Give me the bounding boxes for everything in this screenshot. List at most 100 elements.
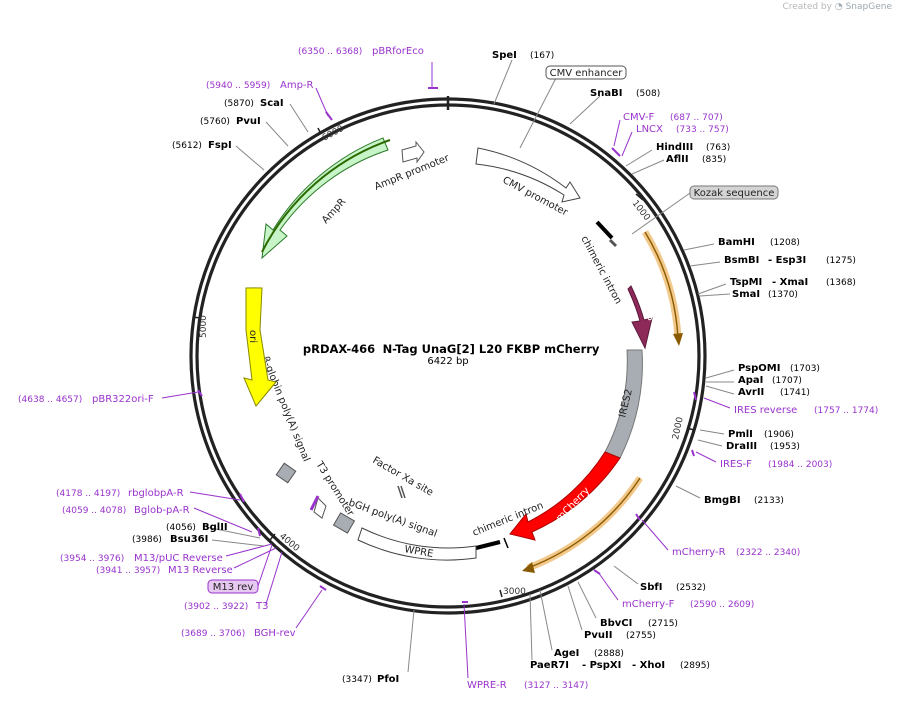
primer-lncx[interactable]: LNCX xyxy=(636,124,663,135)
enzyme-sbfi-pos: (2532) xyxy=(676,583,706,593)
fkbp-arrow[interactable] xyxy=(627,285,653,350)
primer-m13puc-reverse[interactable]: M13/pUC Reverse xyxy=(134,553,223,564)
enzymes: SpeI (167) SnaBI (508) HindIII (763) Afl… xyxy=(132,50,856,685)
bsmbi-leader xyxy=(689,261,721,267)
primer-pbrforeco[interactable]: pBRforEco xyxy=(372,46,424,57)
enzyme-pmli[interactable]: PmlI xyxy=(728,429,753,440)
enzyme-pvuii[interactable]: PvuII xyxy=(584,630,612,641)
pvuii-leader xyxy=(567,585,583,631)
primer-bglob-pa-r[interactable]: Bglob-pA-R xyxy=(134,505,190,516)
enzyme-pfoi-pos: (3347) xyxy=(342,675,372,685)
pfoi-leader xyxy=(407,609,415,673)
enzyme-bbvci[interactable]: BbvCI xyxy=(600,618,632,629)
primer-bgh-rev[interactable]: BGH-rev xyxy=(254,628,296,639)
backbone xyxy=(189,96,707,615)
lncx-leader xyxy=(621,131,633,157)
enzyme-bmgbi[interactable]: BmgBI xyxy=(704,495,741,506)
enzyme-bglii[interactable]: BglII xyxy=(202,522,228,533)
pmli-leader xyxy=(699,429,725,435)
enzyme-xmai[interactable]: - XmaI xyxy=(772,277,808,288)
primer-mcherry-r[interactable]: mCherry-R xyxy=(672,547,726,558)
enzyme-bsu36i[interactable]: Bsu36I xyxy=(170,534,208,545)
enzyme-avrii[interactable]: AvrII xyxy=(738,387,764,398)
factor-xa-mark-2 xyxy=(400,485,406,499)
tick-2000: 2000 xyxy=(671,416,686,441)
enzyme-esp3i[interactable]: - Esp3I xyxy=(768,255,806,266)
primers: (6350 .. 6368) pBRforEco (5940 .. 5959) … xyxy=(18,46,878,691)
ori-arrow[interactable] xyxy=(243,287,277,407)
bsu36i-leader xyxy=(211,539,265,547)
paer7i-leader xyxy=(529,593,533,661)
hindiii-leader xyxy=(625,149,653,167)
t3-promoter-primer-mark xyxy=(309,495,320,511)
enzyme-pspomi[interactable]: PspOMI xyxy=(738,363,780,374)
primer-cmvf[interactable]: CMV-F xyxy=(623,112,654,123)
enzyme-snabi-pos: (508) xyxy=(636,89,660,99)
primer-m13-reverse[interactable]: M13 Reverse xyxy=(168,565,233,576)
enzyme-xhoi[interactable]: - XhoI xyxy=(632,660,665,671)
plasmid-name: pRDAX-466 xyxy=(303,342,375,356)
chimeric-intron-2-mark xyxy=(475,540,501,550)
enzyme-bamhi[interactable]: BamHI xyxy=(718,237,755,248)
m13rev-box[interactable] xyxy=(207,579,259,594)
ampr-arrow[interactable] xyxy=(261,137,389,260)
enzyme-pfoi[interactable]: PfoI xyxy=(377,674,399,685)
iresrev-leader xyxy=(703,397,731,409)
primer-ampr[interactable]: Amp-R xyxy=(280,80,314,91)
enzyme-pspomi-pos: (1703) xyxy=(790,364,820,374)
beta-globin-polya-block[interactable] xyxy=(275,462,297,484)
enzyme-aflii[interactable]: AflII xyxy=(666,154,689,165)
primer-rbglobpa-r[interactable]: rbglobpA-R xyxy=(128,488,184,499)
enzyme-bsmbi[interactable]: BsmBI xyxy=(724,255,759,266)
m13puc-leader xyxy=(225,543,273,557)
credit-prefix: Created by xyxy=(782,2,832,12)
primer-wpre-r[interactable]: WPRE-R xyxy=(467,680,507,691)
mcherry-arrow[interactable] xyxy=(509,451,621,541)
enzyme-pspxi[interactable]: - PspXI xyxy=(582,660,621,671)
primer-pbr322orif[interactable]: pBR322ori-F xyxy=(92,394,154,405)
enzyme-tspmi[interactable]: TspMI xyxy=(730,277,762,288)
credit-brand: SnapGene xyxy=(845,2,892,12)
t3-promoter-arrow[interactable] xyxy=(313,497,327,519)
center-title: pRDAX-466 N-Tag UnaG[2] L20 FKBP mCherry… xyxy=(303,342,600,367)
cmv-promoter-arrow[interactable] xyxy=(475,147,581,203)
enzyme-snabi[interactable]: SnaBI xyxy=(590,88,622,99)
bgh-polya-block[interactable] xyxy=(332,512,356,534)
pbr322orif-leader xyxy=(161,391,199,399)
enzyme-agei[interactable]: AgeI xyxy=(554,648,579,659)
smai-leader xyxy=(699,293,731,297)
plasmid-length: 6422 bp xyxy=(427,356,468,367)
cmv-enhancer-box[interactable] xyxy=(545,65,627,80)
enzyme-smai[interactable]: SmaI xyxy=(732,289,760,300)
primer-t3[interactable]: T3 xyxy=(255,601,268,612)
enzyme-apai[interactable]: ApaI xyxy=(738,375,763,386)
enzyme-sbfi[interactable]: SbfI xyxy=(640,582,662,593)
ampr-orf-line xyxy=(261,139,391,253)
enzyme-scai[interactable]: ScaI xyxy=(260,98,284,109)
tick-5000: 5000 xyxy=(199,315,209,338)
enzyme-paer7i[interactable]: PaeR7I xyxy=(530,660,569,671)
iresf-mark xyxy=(691,449,695,457)
feature-boxes: CMV enhancer Kozak sequence M13 rev xyxy=(207,65,779,594)
primer-ires-f[interactable]: IRES-F xyxy=(720,459,752,470)
ampr-promoter-arrow[interactable] xyxy=(401,140,425,164)
primer-m13puc-reverse-range: (3954 .. 3976) xyxy=(60,554,124,564)
wprer-leader xyxy=(463,603,469,679)
enzyme-aflii-pos: (835) xyxy=(702,155,726,165)
kozak-box[interactable] xyxy=(689,185,779,200)
primer-mcherry-f[interactable]: mCherry-F xyxy=(622,599,675,610)
wpre-block[interactable] xyxy=(357,527,477,561)
enzyme-spei[interactable]: SpeI xyxy=(492,50,517,61)
m13reverse-leader xyxy=(233,547,277,569)
primer-t3-range: (3902 .. 3922) xyxy=(184,602,248,612)
enzyme-hindiii[interactable]: HindIII xyxy=(656,142,693,153)
primer-pbrforeco-range: (6350 .. 6368) xyxy=(298,47,362,57)
enzyme-pvui[interactable]: PvuI xyxy=(236,116,261,127)
enzyme-fspi[interactable]: FspI xyxy=(208,140,232,151)
ori-label: ori xyxy=(247,330,258,343)
primer-ires-reverse[interactable]: IRES reverse xyxy=(734,405,797,416)
tick-3000: 3000 xyxy=(503,587,526,597)
mcherryf-mark xyxy=(593,569,601,575)
enzyme-draiii[interactable]: DraIII xyxy=(726,441,757,452)
